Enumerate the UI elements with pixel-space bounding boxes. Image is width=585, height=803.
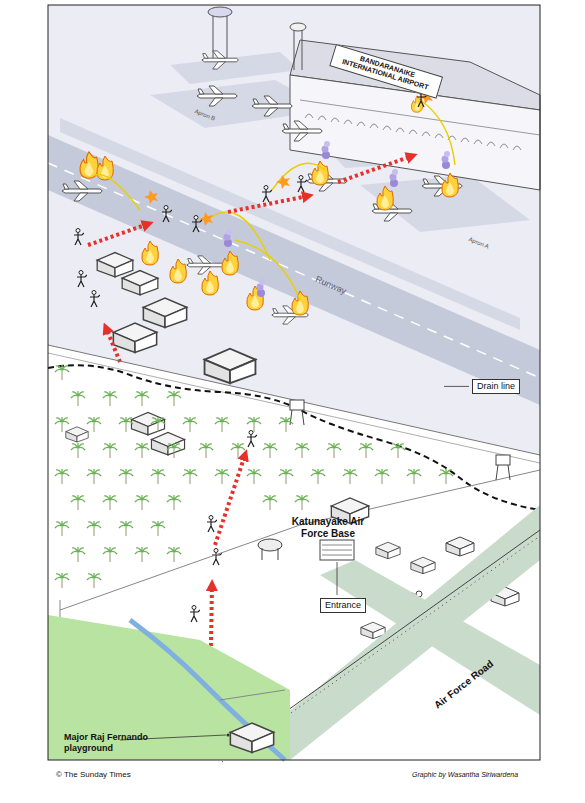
- hangar: [66, 253, 256, 442]
- palm-tree: [87, 469, 101, 484]
- playground: [48, 615, 290, 760]
- palm-tree: [55, 521, 69, 536]
- palm-tree: [247, 469, 261, 484]
- palm-tree: [295, 443, 309, 458]
- control-tower: [208, 7, 232, 17]
- apron: [170, 52, 300, 84]
- palm-tree: [215, 417, 229, 432]
- palm-tree: [263, 443, 277, 458]
- palm-tree: [71, 391, 85, 406]
- palm-tree: [87, 573, 101, 588]
- terminal-arches: [305, 114, 521, 150]
- palm-tree: [359, 443, 373, 458]
- palm-tree: [375, 469, 389, 484]
- palm-tree: [55, 417, 69, 432]
- palm-tree: [343, 469, 357, 484]
- palm-tree: [87, 521, 101, 536]
- palm-tree: [279, 469, 293, 484]
- map-label: © The Sunday Times: [56, 770, 131, 780]
- palm-tree: [167, 547, 181, 562]
- palm-tree: [247, 417, 261, 432]
- palm-tree: [311, 469, 325, 484]
- leader-line: [337, 562, 338, 595]
- palm-tree: [231, 443, 245, 458]
- palm-tree: [391, 443, 405, 458]
- airport-ground: [48, 5, 540, 455]
- palm-tree: [151, 469, 165, 484]
- palm-tree: [55, 573, 69, 588]
- palm-tree: [279, 417, 293, 432]
- palm-tree: [71, 495, 85, 510]
- palm-tree: [103, 443, 117, 458]
- palm-tree: [119, 417, 133, 432]
- palm-tree: [119, 469, 133, 484]
- palm-tree: [103, 391, 117, 406]
- label-box: Drain line: [472, 379, 520, 394]
- palm-tree: [183, 417, 197, 432]
- node-text: Drain line: [477, 381, 515, 392]
- palm-tree: [103, 495, 117, 510]
- gazebo: [262, 548, 278, 560]
- map-label: Katunayake Air Force Base: [286, 516, 370, 540]
- watchtower: [290, 400, 304, 410]
- palm-trees: [55, 365, 453, 588]
- drain-line: [48, 365, 540, 510]
- smoke: [224, 141, 451, 297]
- frame: [48, 5, 540, 760]
- palm-tree: [439, 469, 453, 484]
- palm-tree: [167, 443, 181, 458]
- palm-tree: [55, 469, 69, 484]
- gate: [322, 545, 352, 555]
- fence: [220, 690, 285, 700]
- aircraft: [62, 51, 462, 324]
- palm-tree: [55, 365, 69, 380]
- node-text: Entrance: [325, 600, 361, 611]
- gate: [320, 540, 354, 560]
- tower: [294, 30, 302, 70]
- playground-pavilion: [230, 723, 273, 752]
- palm-tree: [135, 495, 149, 510]
- palm-tree: [327, 443, 341, 458]
- palm-tree: [119, 521, 133, 536]
- fire: [80, 96, 458, 315]
- explosion: [144, 90, 433, 226]
- label-box: Entrance: [320, 598, 366, 613]
- fence: [48, 345, 540, 455]
- fire-trajectory: [95, 100, 455, 300]
- tower: [290, 23, 306, 31]
- palm-tree: [295, 495, 309, 510]
- attack-route: [88, 156, 412, 700]
- fence: [48, 353, 540, 463]
- palm-tree: [199, 443, 213, 458]
- watchtower: [496, 465, 510, 480]
- leader-line: [444, 386, 469, 387]
- leader-dot: [227, 734, 230, 737]
- palm-tree: [407, 469, 421, 484]
- palm-tree: [103, 547, 117, 562]
- palm-tree: [263, 495, 277, 510]
- palm-tree: [151, 417, 165, 432]
- palm-tree: [167, 391, 181, 406]
- palm-tree: [135, 443, 149, 458]
- palm-tree: [87, 417, 101, 432]
- palm-tree: [167, 495, 181, 510]
- watchtower: [496, 455, 510, 465]
- palm-tree: [215, 469, 229, 484]
- palm-tree: [183, 469, 197, 484]
- palm-tree: [71, 547, 85, 562]
- palm-tree: [71, 443, 85, 458]
- map-label: Major Raj Fernando playground: [64, 732, 182, 754]
- map-label: Graphic by Wasantha Siriwardena: [412, 771, 518, 779]
- palm-tree: [151, 521, 165, 536]
- runway-centerline: [48, 163, 540, 378]
- palm-tree: [135, 547, 149, 562]
- stream: [130, 620, 285, 760]
- palm-tree: [135, 391, 149, 406]
- ground: [48, 5, 540, 760]
